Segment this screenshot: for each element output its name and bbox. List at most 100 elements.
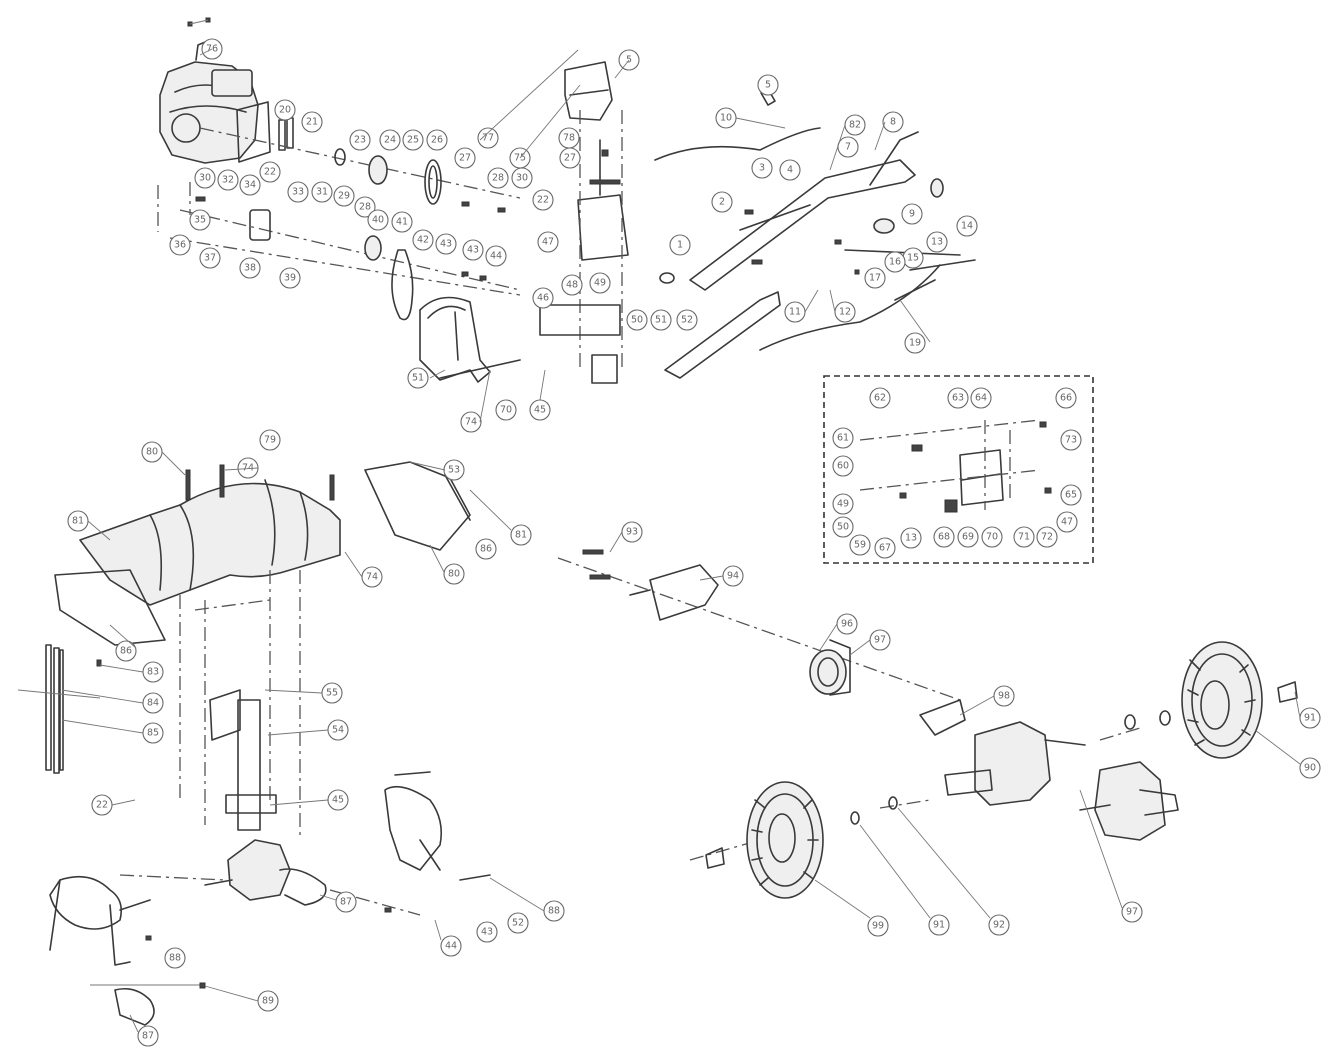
callout: 26 [426, 129, 448, 151]
callout: 72 [1036, 526, 1058, 548]
support-column [539, 61, 629, 384]
callout-label: 70 [986, 532, 998, 543]
callout-label: 10 [720, 113, 732, 124]
callout: 50 [832, 516, 854, 538]
callout: 92 [988, 914, 1010, 936]
callout-label: 12 [839, 307, 851, 318]
callout: 48 [561, 274, 583, 296]
callout-label: 83 [147, 667, 159, 678]
callout: 2 [711, 191, 733, 213]
callout-label: 93 [626, 527, 638, 538]
callout: 16 [884, 251, 906, 273]
callout: 52 [507, 912, 529, 934]
callout: 1 [669, 234, 691, 256]
callout-label: 40 [372, 215, 384, 226]
leader-lines [61, 48, 1301, 1033]
callout-label: 8 [890, 117, 896, 128]
callout-label: 47 [542, 237, 554, 248]
callout: 22 [532, 189, 554, 211]
callout-label: 7 [845, 142, 851, 153]
callout-label: 42 [417, 235, 429, 246]
callout-label: 44 [445, 941, 457, 952]
callout: 77 [477, 127, 499, 149]
callout: 54 [327, 719, 349, 741]
callout-label: 27 [564, 153, 576, 164]
callout: 89 [257, 990, 279, 1012]
callout-label: 67 [879, 543, 891, 554]
callout-label: 3 [759, 163, 765, 174]
callout-label: 53 [448, 465, 460, 476]
callout-label: 55 [326, 688, 338, 699]
callout: 61 [832, 427, 854, 449]
callout-label: 26 [431, 135, 443, 146]
callout-label: 97 [874, 635, 886, 646]
callouts: 76 20 21 22 30 32 34 35 36 37 38 39 33 3… [67, 38, 1321, 1047]
callout: 44 [485, 245, 507, 267]
callout: 51 [650, 309, 672, 331]
callout-label: 91 [1304, 713, 1316, 724]
callout-label: 39 [284, 273, 296, 284]
callout-label: 44 [490, 251, 502, 262]
wheel-left [705, 781, 824, 899]
callout-label: 45 [332, 795, 344, 806]
callout: 36 [169, 234, 191, 256]
callout: 81 [510, 524, 532, 546]
callout-label: 45 [534, 405, 546, 416]
callout: 70 [495, 399, 517, 421]
callout: 55 [321, 682, 343, 704]
callout: 96 [836, 613, 858, 635]
callout: 99 [867, 915, 889, 937]
callout-label: 89 [262, 996, 274, 1007]
callout-label: 60 [837, 461, 849, 472]
callout: 49 [589, 272, 611, 294]
callout-label: 28 [359, 202, 371, 213]
callout-label: 72 [1041, 532, 1053, 543]
callout: 8 [882, 111, 904, 133]
callout-label: 50 [837, 522, 849, 533]
callout: 42 [412, 229, 434, 251]
callout-label: 87 [142, 1031, 154, 1042]
callout-label: 27 [459, 153, 471, 164]
transmission-assembly [557, 549, 1179, 861]
callout: 29 [333, 185, 355, 207]
callout: 19 [904, 332, 926, 354]
callout-label: 49 [837, 499, 849, 510]
callout-label: 38 [244, 263, 256, 274]
callout: 9 [901, 203, 923, 225]
callout: 73 [1060, 429, 1082, 451]
callout: 63 [947, 387, 969, 409]
callout-label: 82 [849, 120, 861, 131]
callout: 94 [722, 565, 744, 587]
tine-shield [54, 461, 471, 835]
callout: 80 [141, 441, 163, 463]
callout: 21 [301, 111, 323, 133]
callout-label: 88 [548, 906, 560, 917]
callout: 25 [402, 129, 424, 151]
callout: 3 [751, 157, 773, 179]
callout-label: 92 [993, 920, 1005, 931]
callout-label: 14 [961, 221, 973, 232]
callout: 20 [274, 99, 296, 121]
callout-label: 22 [264, 167, 276, 178]
wheel-right [1181, 641, 1298, 759]
callout-label: 97 [1126, 907, 1138, 918]
callout: 7 [837, 136, 859, 158]
callout-label: 30 [516, 173, 528, 184]
callout-label: 77 [482, 133, 494, 144]
callout: 74 [361, 566, 383, 588]
callout: 60 [832, 455, 854, 477]
callout-label: 24 [384, 135, 396, 146]
callout-label: 61 [837, 433, 849, 444]
callout-label: 70 [500, 405, 512, 416]
callout-label: 4 [787, 165, 793, 176]
callout: 32 [217, 169, 239, 191]
callout-label: 31 [316, 187, 328, 198]
callout-label: 91 [933, 920, 945, 931]
callout: 28 [354, 196, 376, 218]
callout: 11 [784, 301, 806, 323]
callout-label: 36 [174, 240, 186, 251]
callout-label: 20 [279, 105, 291, 116]
callout: 80 [443, 563, 465, 585]
callout-label: 22 [537, 195, 549, 206]
callout: 97 [869, 629, 891, 651]
